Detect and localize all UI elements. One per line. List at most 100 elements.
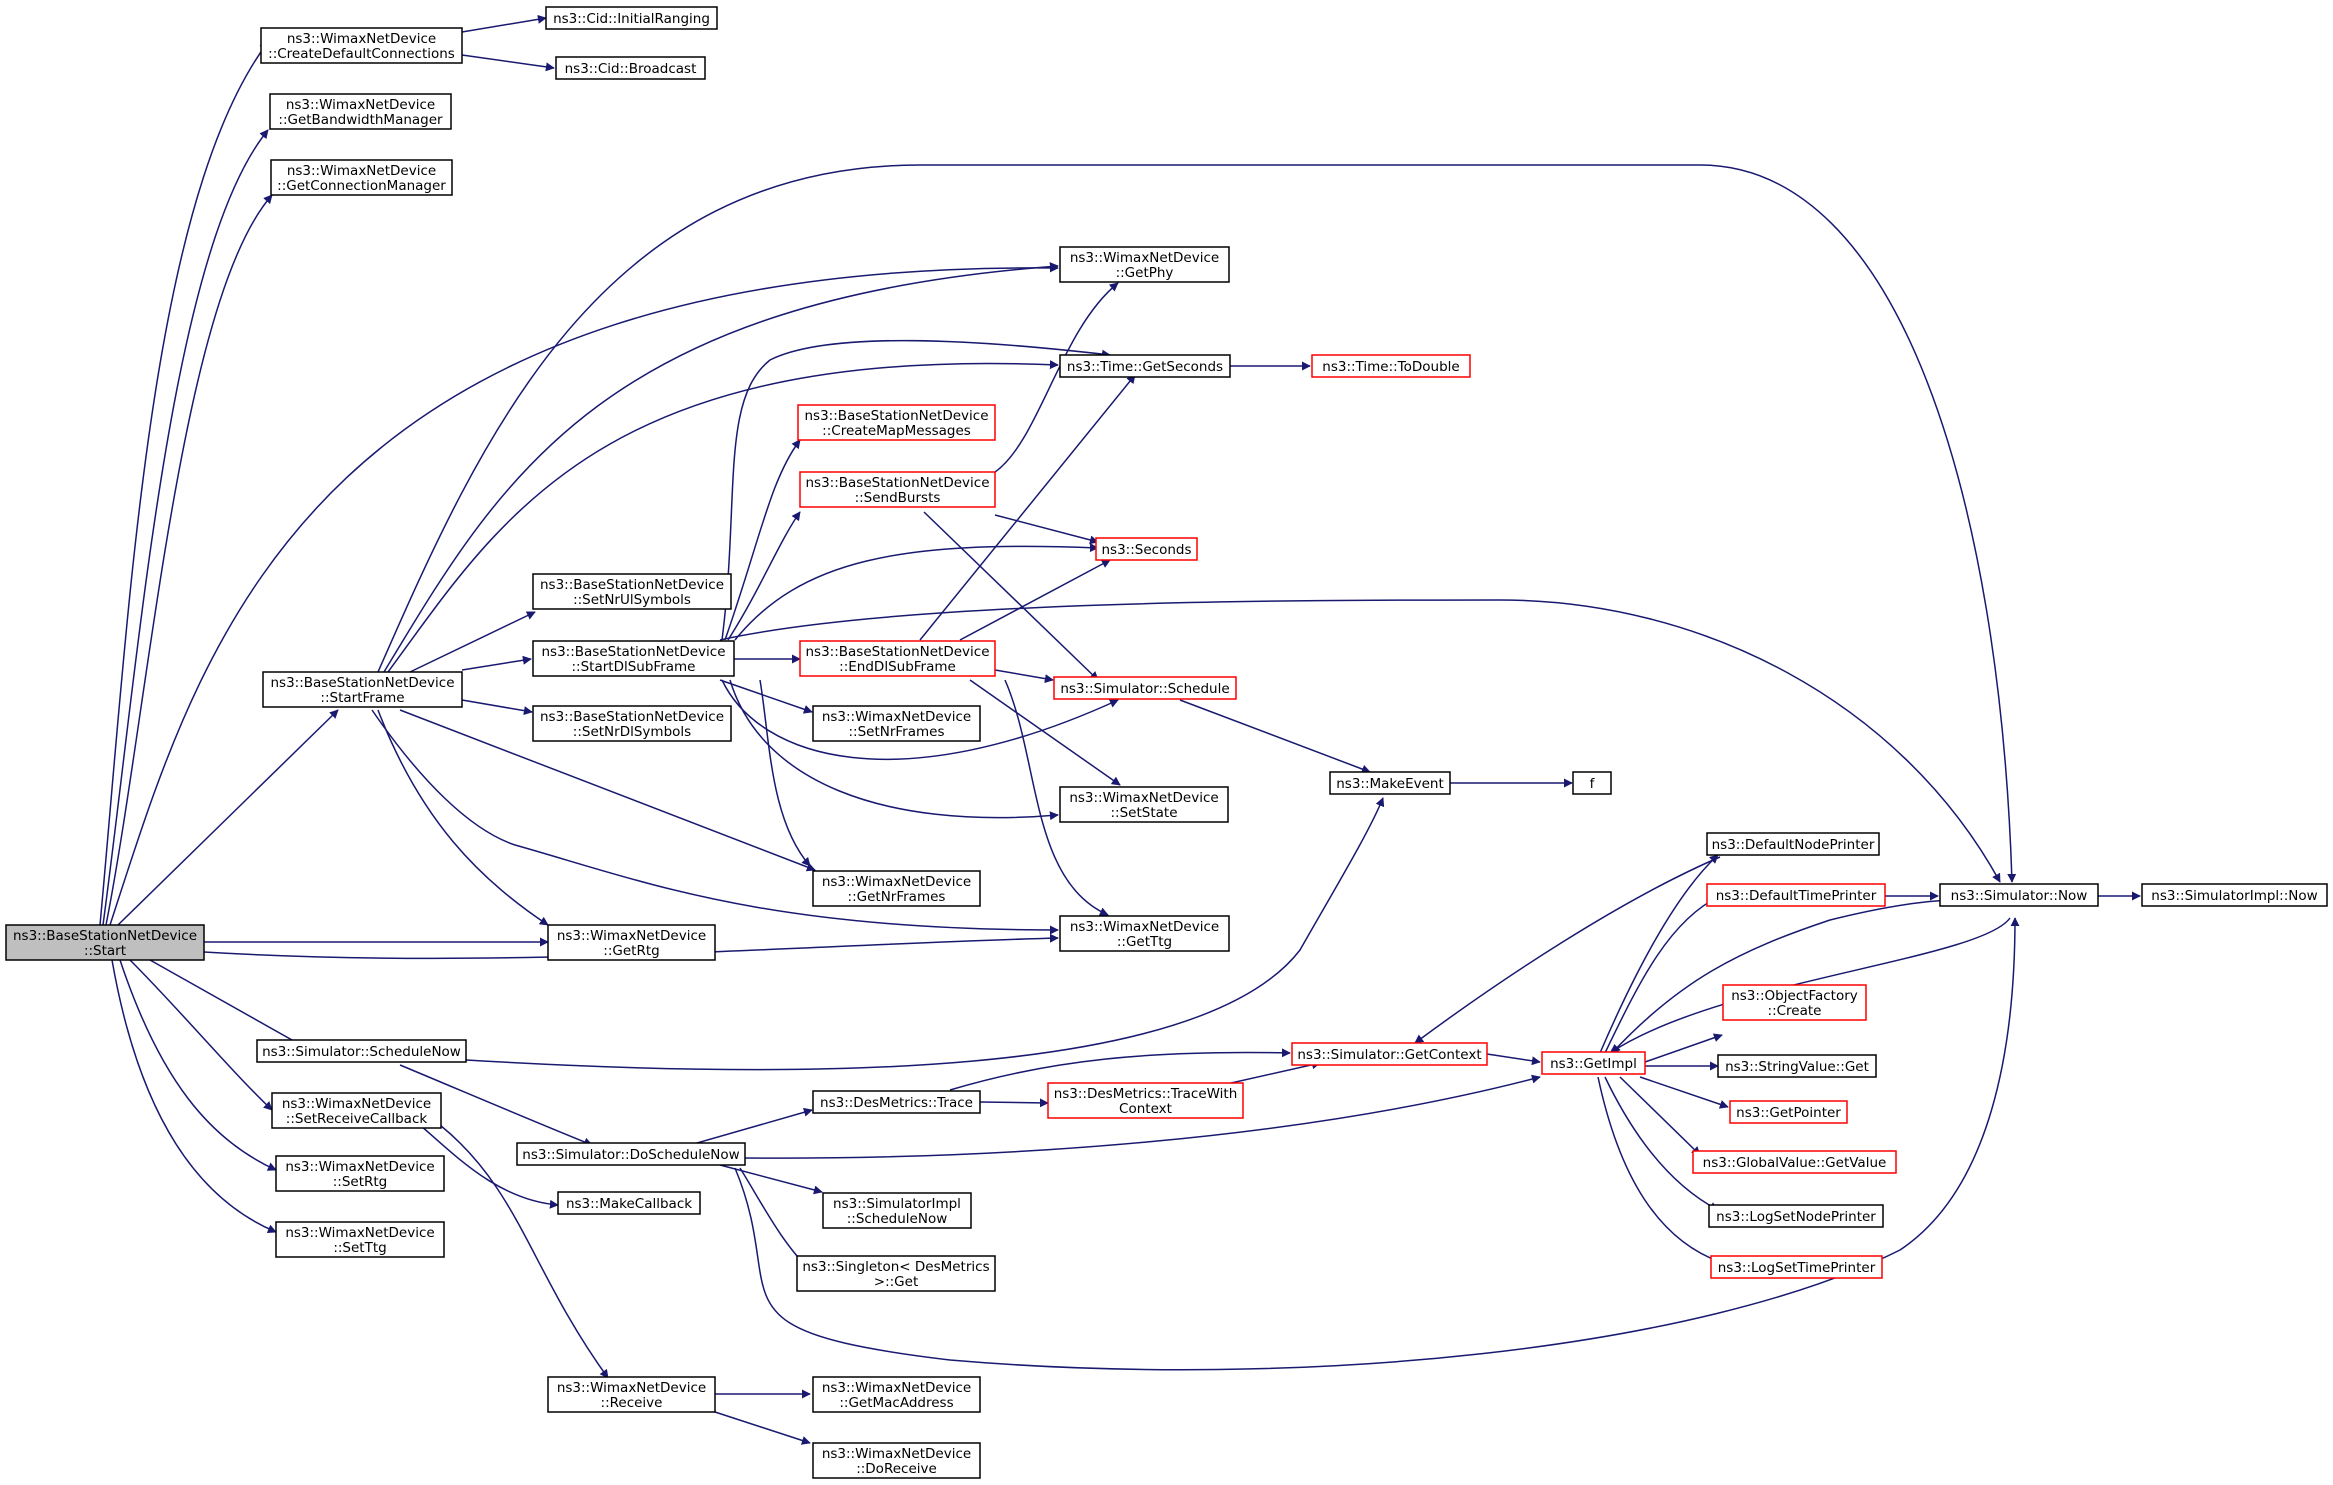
node-create-default-conn[interactable]: ns3::WimaxNetDevice::CreateDefaultConnec… bbox=[260, 27, 463, 64]
node-singleton-get[interactable]: ns3::Singleton< DesMetrics >::Get bbox=[796, 1255, 996, 1292]
edge-receive-doreceive bbox=[714, 1411, 811, 1445]
node-end-dl[interactable]: ns3::BaseStationNetDevice::EndDlSubFrame bbox=[799, 640, 996, 677]
node-box bbox=[1329, 771, 1451, 795]
node-label: ns3::WimaxNetDevice bbox=[557, 1380, 706, 1396]
node-set-state[interactable]: ns3::WimaxNetDevice::SetState bbox=[1059, 786, 1229, 823]
node-box bbox=[269, 93, 452, 130]
node-send-bursts[interactable]: ns3::BaseStationNetDevice::SendBursts bbox=[799, 471, 996, 508]
node-start-frame[interactable]: ns3::BaseStationNetDevice::StartFrame bbox=[262, 671, 463, 708]
node-get-impl[interactable]: ns3::GetImpl bbox=[1541, 1051, 1646, 1075]
node-box bbox=[545, 6, 718, 30]
node-make-event[interactable]: ns3::MakeEvent bbox=[1329, 771, 1451, 795]
node-cid-broadcast[interactable]: ns3::Cid::Broadcast bbox=[555, 56, 706, 80]
node-get-conn-mgr[interactable]: ns3::WimaxNetDevice::GetConnectionManage… bbox=[270, 159, 453, 196]
node-sim-schedule[interactable]: ns3::Simulator::Schedule bbox=[1053, 676, 1237, 700]
node-sim-now[interactable]: ns3::Simulator::Now bbox=[1939, 883, 2099, 907]
node-cid-initial[interactable]: ns3::Cid::InitialRanging bbox=[545, 6, 718, 30]
edge-enddl-seconds bbox=[959, 559, 1111, 641]
node-label: ns3::WimaxNetDevice bbox=[822, 874, 971, 890]
node-set-nr-ul[interactable]: ns3::BaseStationNetDevice::SetNrUlSymbol… bbox=[532, 573, 732, 610]
node-box bbox=[271, 1092, 442, 1129]
edge-start-start-frame bbox=[117, 709, 339, 926]
node-box bbox=[1047, 1082, 1244, 1119]
node-get-nr-frames[interactable]: ns3::WimaxNetDevice::GetNrFrames bbox=[812, 870, 981, 907]
node-set-nr-dl[interactable]: ns3::BaseStationNetDevice::SetNrDlSymbol… bbox=[532, 705, 732, 742]
node-label: ns3::Cid::InitialRanging bbox=[553, 11, 710, 27]
node-label: ::Receive bbox=[601, 1395, 663, 1411]
edge-schedulenow-makeevent bbox=[465, 797, 1385, 1071]
edge-startdl-send-bursts bbox=[727, 511, 801, 641]
node-label: ns3::ObjectFactory bbox=[1731, 988, 1858, 1004]
node-box bbox=[1059, 354, 1231, 378]
node-label: f bbox=[1590, 776, 1596, 792]
edge-enddl-set-state bbox=[969, 679, 1121, 786]
node-label: ns3::Seconds bbox=[1102, 542, 1192, 558]
node-label: ns3::WimaxNetDevice bbox=[1069, 790, 1218, 806]
node-label: ns3::StringValue::Get bbox=[1725, 1059, 1869, 1075]
node-simimpl-schedule-now[interactable]: ns3::SimulatorImpl::ScheduleNow bbox=[822, 1192, 972, 1229]
edge-cdc-initial-ranging bbox=[461, 14, 547, 33]
node-wimax-receive[interactable]: ns3::WimaxNetDevice::Receive bbox=[547, 1376, 716, 1413]
edge-schedule-makeevent bbox=[1179, 699, 1371, 774]
node-get-rtg[interactable]: ns3::WimaxNetDevice::GetRtg bbox=[547, 924, 716, 961]
node-time-getseconds[interactable]: ns3::Time::GetSeconds bbox=[1059, 354, 1231, 378]
node-label: ns3::WimaxNetDevice bbox=[282, 1096, 431, 1112]
edge-trace-tracewithcontext bbox=[979, 1098, 1049, 1108]
node-log-set-node-printer[interactable]: ns3::LogSetNodePrinter bbox=[1708, 1204, 1884, 1228]
node-f[interactable]: f bbox=[1572, 771, 1612, 795]
node-sim-schedule-now[interactable]: ns3::Simulator::ScheduleNow bbox=[256, 1039, 467, 1063]
edge-startframe-start-dl bbox=[461, 655, 532, 671]
node-label: ::GetMacAddress bbox=[839, 1395, 953, 1411]
node-start-dl[interactable]: ns3::BaseStationNetDevice::StartDlSubFra… bbox=[532, 640, 735, 677]
node-global-value-get[interactable]: ns3::GlobalValue::GetValue bbox=[1692, 1150, 1897, 1174]
node-make-callback[interactable]: ns3::MakeCallback bbox=[557, 1191, 701, 1215]
node-label: ns3::WimaxNetDevice bbox=[1070, 250, 1219, 266]
node-box bbox=[812, 1376, 981, 1413]
edge-now-getimpl-return bbox=[1609, 917, 2011, 1054]
node-box bbox=[260, 27, 463, 64]
edge-doschedulenow-getimpl bbox=[744, 1074, 1541, 1159]
node-get-ttg[interactable]: ns3::WimaxNetDevice::GetTtg bbox=[1059, 915, 1230, 952]
node-obj-factory-create[interactable]: ns3::ObjectFactory::Create bbox=[1722, 984, 1867, 1021]
node-set-receive-cb[interactable]: ns3::WimaxNetDevice::SetReceiveCallback bbox=[271, 1092, 442, 1129]
node-get-mac-address[interactable]: ns3::WimaxNetDevice::GetMacAddress bbox=[812, 1376, 981, 1413]
node-label: ::GetTtg bbox=[1117, 934, 1172, 950]
node-get-phy[interactable]: ns3::WimaxNetDevice::GetPhy bbox=[1059, 246, 1230, 283]
node-set-nr-frames[interactable]: ns3::WimaxNetDevice::SetNrFrames bbox=[812, 705, 981, 742]
edges bbox=[99, 14, 2141, 1445]
node-sim-do-schedule-now[interactable]: ns3::Simulator::DoScheduleNow bbox=[516, 1142, 746, 1166]
node-set-rtg[interactable]: ns3::WimaxNetDevice::SetRtg bbox=[275, 1155, 445, 1192]
node-time-todouble[interactable]: ns3::Time::ToDouble bbox=[1311, 354, 1471, 378]
node-label: ::SetNrDlSymbols bbox=[573, 724, 691, 740]
edge-sendbursts-get-phy bbox=[994, 282, 1119, 473]
node-get-pointer[interactable]: ns3::GetPointer bbox=[1729, 1100, 1848, 1124]
edge-startframe-set-nr-ul bbox=[409, 611, 536, 673]
node-create-map[interactable]: ns3::BaseStationNetDevice::CreateMapMess… bbox=[797, 404, 996, 441]
node-seconds[interactable]: ns3::Seconds bbox=[1095, 537, 1198, 561]
edge-startframe-get-phy bbox=[383, 262, 1059, 673]
node-box bbox=[1059, 786, 1229, 823]
edge-trace-getcontext bbox=[949, 1048, 1291, 1091]
node-label: ns3::DesMetrics::TraceWith bbox=[1054, 1086, 1238, 1102]
node-label: ns3::BaseStationNetDevice bbox=[13, 928, 197, 944]
node-simimpl-now[interactable]: ns3::SimulatorImpl::Now bbox=[2141, 883, 2328, 907]
node-box bbox=[812, 870, 981, 907]
node-box bbox=[1706, 832, 1880, 856]
node-des-trace[interactable]: ns3::DesMetrics::Trace bbox=[812, 1090, 981, 1114]
edge-startdl-create-map bbox=[724, 439, 801, 641]
node-label: ns3::Time::ToDouble bbox=[1322, 359, 1459, 375]
node-label: ::CreateMapMessages bbox=[822, 423, 971, 439]
node-set-ttg[interactable]: ns3::WimaxNetDevice::SetTtg bbox=[275, 1221, 445, 1258]
node-string-value-get[interactable]: ns3::StringValue::Get bbox=[1717, 1054, 1877, 1078]
node-label: ns3::WimaxNetDevice bbox=[557, 928, 706, 944]
node-do-receive[interactable]: ns3::WimaxNetDevice::DoReceive bbox=[812, 1442, 981, 1479]
node-get-bw-mgr[interactable]: ns3::WimaxNetDevice::GetBandwidthManager bbox=[269, 93, 452, 130]
node-sim-get-context[interactable]: ns3::Simulator::GetContext bbox=[1291, 1042, 1488, 1066]
node-default-time-printer[interactable]: ns3::DefaultTimePrinter bbox=[1706, 883, 1886, 907]
node-default-node-printer[interactable]: ns3::DefaultNodePrinter bbox=[1706, 832, 1880, 856]
node-bs-start[interactable]: ns3::BaseStationNetDevice::Start bbox=[5, 924, 205, 961]
edge-start-set-ttg bbox=[111, 959, 277, 1233]
edge-startframe-get-rtg bbox=[377, 709, 549, 926]
node-log-set-time-printer[interactable]: ns3::LogSetTimePrinter bbox=[1710, 1255, 1883, 1279]
